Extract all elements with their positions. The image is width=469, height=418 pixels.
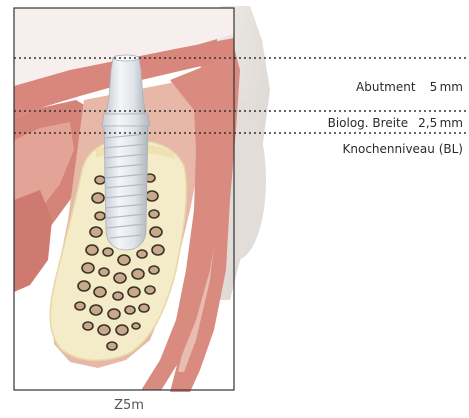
model-caption: Z5m [97, 398, 161, 414]
bone-level-name: Knochenniveau (BL) [343, 142, 464, 156]
biologic-width-label: Biolog. Breite 2,5 mm [328, 116, 463, 130]
biologic-width-value: 2,5 mm [418, 116, 463, 130]
biologic-width-name: Biolog. Breite [328, 116, 409, 130]
abutment-value: 5 mm [430, 80, 463, 94]
abutment-top [106, 58, 146, 114]
bone-level-label: Knochenniveau (BL) [343, 142, 464, 156]
abutment-name: Abutment [356, 80, 416, 94]
implant-collar [102, 114, 150, 126]
abutment-label: Abutment 5 mm [356, 80, 463, 94]
